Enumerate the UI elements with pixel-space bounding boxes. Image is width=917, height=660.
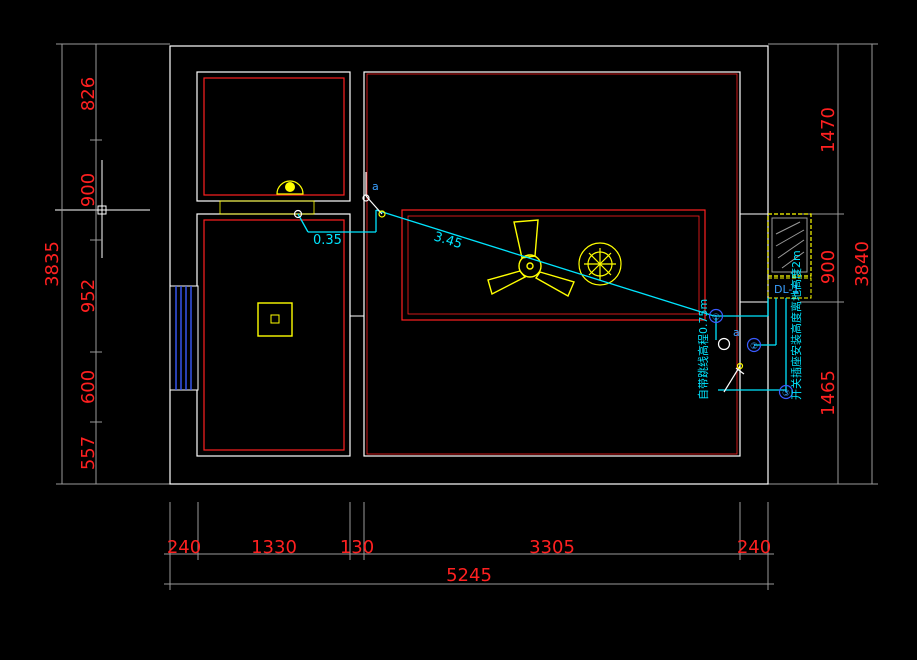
main-room xyxy=(363,71,768,457)
square-light-icon xyxy=(257,302,293,337)
bottom-dim-total: 5245 xyxy=(446,565,492,586)
switch-mark: a xyxy=(372,180,379,193)
bottom-dim-4: 3305 xyxy=(529,537,575,558)
wire-label-short: 0.35 xyxy=(313,233,342,248)
lower-left-room xyxy=(196,213,351,457)
upper-left-room xyxy=(196,71,351,202)
left-dim-5: 557 xyxy=(78,436,99,470)
left-exterior-door xyxy=(169,285,199,391)
switch-right-icon xyxy=(717,337,745,393)
left-dim-1: 826 xyxy=(78,77,99,111)
wire-label-long: 3.45 xyxy=(432,229,464,252)
ceiling-lamp-icon xyxy=(578,242,622,286)
svg-text:③: ③ xyxy=(782,389,790,399)
right-dim-total: 3840 xyxy=(852,241,873,287)
wiring-lines xyxy=(297,209,787,392)
svg-text:①: ① xyxy=(712,313,720,323)
left-dim-total: 3835 xyxy=(42,241,63,287)
crosshair-cursor-icon xyxy=(55,160,150,258)
svg-text:②: ② xyxy=(750,342,758,352)
bottom-dimension-chain: 240 1330 130 3305 240 5245 xyxy=(164,502,774,590)
note-1: 自带跳线高程0.75m xyxy=(696,299,710,400)
circle-tag-3: ③ xyxy=(778,384,794,400)
switch-outlet-icon xyxy=(293,209,303,219)
bottom-dim-3: 130 xyxy=(340,537,374,558)
right-dim-2: 900 xyxy=(818,250,839,284)
left-dim-3: 952 xyxy=(78,279,99,313)
switch-top-icon xyxy=(362,172,386,218)
right-dim-3: 1465 xyxy=(818,370,839,416)
wall-light-icon xyxy=(276,180,304,195)
ceiling-panel xyxy=(401,209,706,321)
right-dim-1: 1470 xyxy=(818,107,839,153)
left-dim-2: 900 xyxy=(78,173,99,207)
note-2: 开关插座安装高度离地高度2m xyxy=(789,250,803,400)
panel-label: DL-1 xyxy=(774,283,799,296)
left-dimension-chain: 826 900 952 600 557 3835 xyxy=(42,43,170,485)
distribution-panel: DL-1 xyxy=(767,213,812,299)
right-dimension-chain: 1470 900 1465 3840 xyxy=(768,43,878,485)
bottom-dim-5: 240 xyxy=(737,537,771,558)
ceiling-fan-icon xyxy=(487,219,575,297)
door-gap xyxy=(219,200,315,215)
switch-a-mark: a xyxy=(733,326,740,339)
left-dim-4: 600 xyxy=(78,370,99,404)
outer-wall xyxy=(169,45,769,485)
circle-tag-1: ① xyxy=(708,308,724,324)
bottom-dim-1: 240 xyxy=(167,537,201,558)
bottom-dim-2: 1330 xyxy=(251,537,297,558)
circle-tag-2: ② xyxy=(746,337,762,353)
